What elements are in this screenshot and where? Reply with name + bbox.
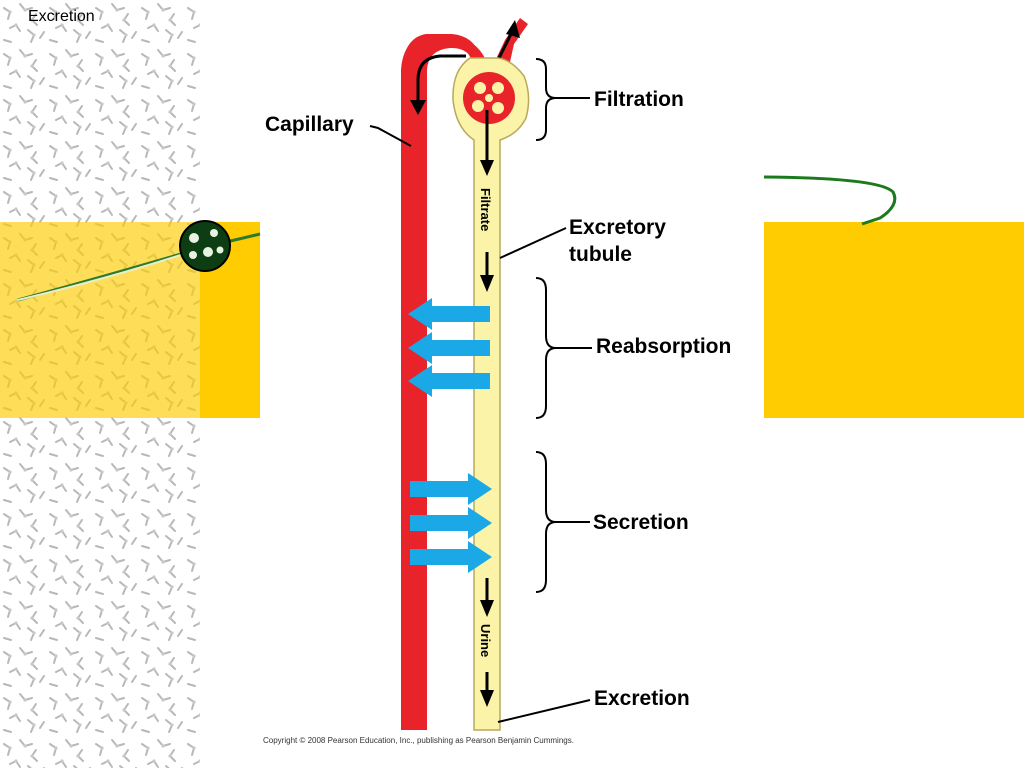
capillary-label: Capillary — [265, 113, 354, 136]
reabsorption-arrow-2 — [408, 332, 490, 364]
filtration-bracket — [535, 58, 557, 141]
capillary-leader — [369, 125, 412, 147]
secretion-arrow-3 — [410, 541, 492, 573]
secretion-arrows — [410, 473, 492, 573]
excretory-tubule — [452, 57, 530, 731]
right-yellow-banner — [764, 222, 1024, 418]
slide-title: Excretion — [28, 8, 95, 25]
filtrate-flow-arrowhead-2 — [480, 275, 494, 292]
reabsorption-arrow-3 — [408, 365, 490, 397]
secretion-arrow-2 — [410, 507, 492, 539]
excretion-label: Excretion — [594, 687, 690, 710]
filtrate-flow-arrowhead-1 — [480, 160, 494, 176]
urine-flow-arrowhead-2 — [480, 690, 494, 707]
excretion-leader — [497, 699, 591, 723]
copyright-notice: Copyright © 2008 Pearson Education, Inc.… — [263, 736, 574, 745]
capillary-flow-arrow — [416, 54, 466, 102]
excretory-tubule-label-line2: tubule — [569, 243, 632, 266]
urine-flow-arrowhead-1 — [480, 600, 494, 617]
secretion-label: Secretion — [593, 511, 689, 534]
reabsorption-arrow-1 — [408, 298, 490, 330]
filtration-label: Filtration — [594, 88, 684, 111]
glomerulus — [463, 72, 515, 124]
secretion-bracket — [535, 451, 557, 593]
reabsorption-arrows — [408, 298, 490, 397]
highlight-line-left — [17, 251, 191, 301]
excretory-tubule-leader — [499, 227, 567, 259]
filtrate-label: Filtrate — [478, 188, 493, 231]
urine-label: Urine — [478, 624, 493, 657]
green-decor-line-right — [763, 175, 897, 226]
cell-icon — [179, 220, 231, 272]
capillary-flow-arrowhead — [410, 100, 426, 115]
reabsorption-bracket — [535, 277, 557, 419]
reabsorption-label: Reabsorption — [596, 335, 731, 358]
inflow-arrowhead — [506, 20, 520, 38]
secretion-arrow-1 — [410, 473, 492, 505]
banner-pattern-overlay — [0, 222, 200, 418]
excretory-tubule-label-line1: Excretory — [569, 216, 666, 239]
